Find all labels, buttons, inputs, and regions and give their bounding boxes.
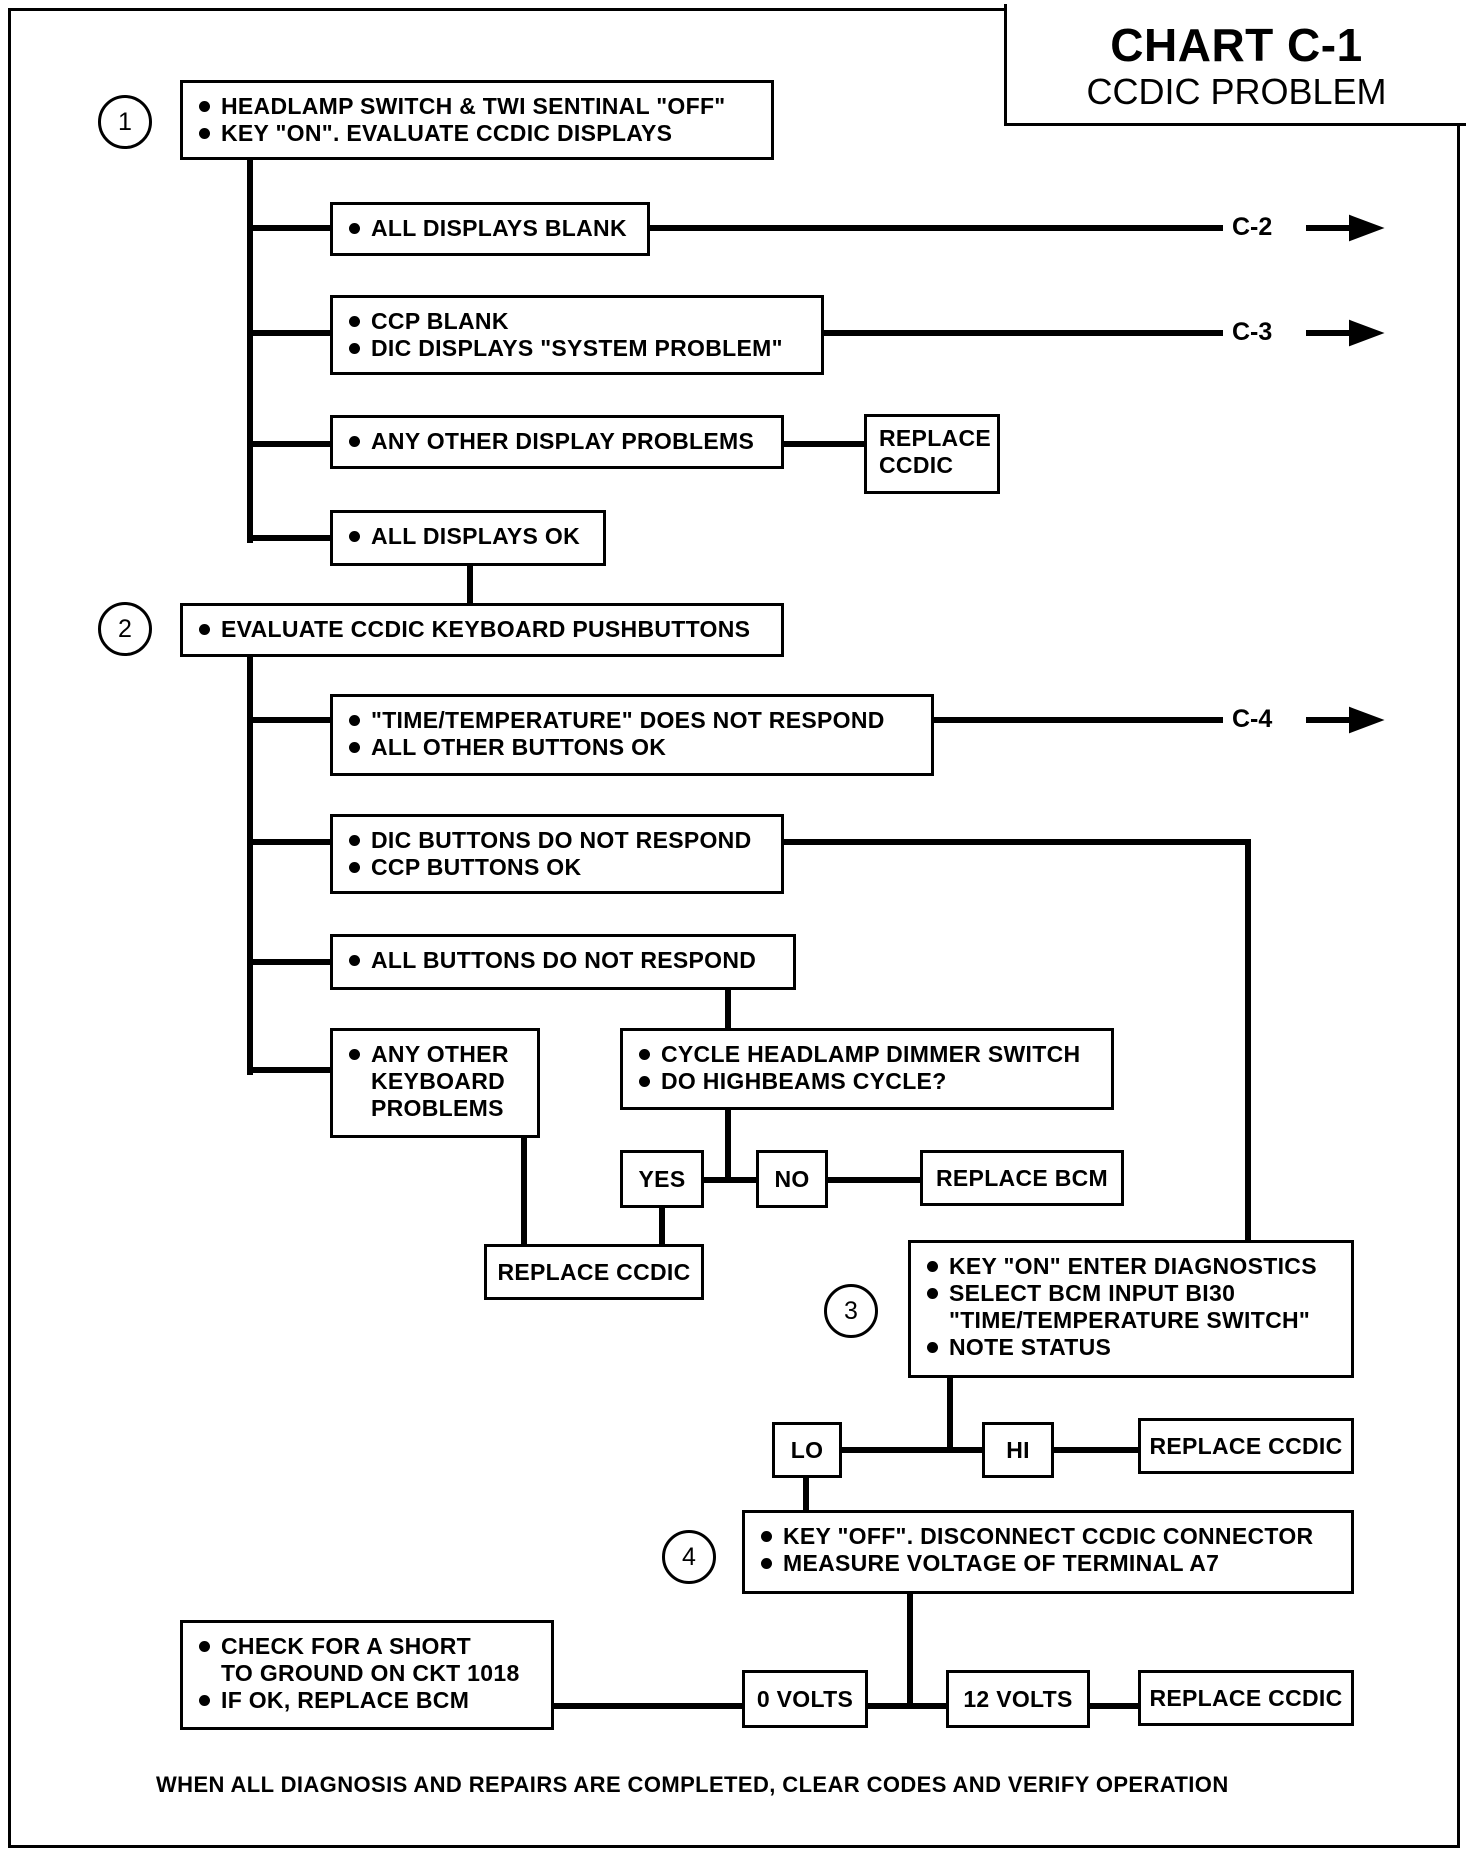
zero-volts-box: 0 VOLTS	[742, 1670, 868, 1728]
diagnostics-line-3: "TIME/TEMPERATURE SWITCH"	[949, 1307, 1311, 1333]
check-short-line-1: CHECK FOR A SHORT	[197, 1633, 539, 1660]
cycle-headlamp-line-1: CYCLE HEADLAMP DIMMER SWITCH	[637, 1041, 1099, 1068]
dic-buttons-line-1: DIC BUTTONS DO NOT RESPOND	[347, 827, 769, 854]
replace-ccdic-1-line-1: REPLACE	[879, 425, 992, 451]
diagnostics-line-4: NOTE STATUS	[925, 1334, 1339, 1361]
lo-label: LO	[790, 1436, 824, 1463]
time-temp-box: "TIME/TEMPERATURE" DOES NOT RESPOND ALL …	[330, 694, 934, 776]
yes-box: YES	[620, 1150, 704, 1208]
zero-volts-label: 0 VOLTS	[756, 1685, 854, 1712]
replace-bcm-text: REPLACE BCM	[936, 1164, 1108, 1191]
hi-label: HI	[1006, 1436, 1030, 1463]
disconnect-line-1: KEY "OFF". DISCONNECT CCDIC CONNECTOR	[759, 1523, 1339, 1550]
dic-buttons-line-2: CCP BUTTONS OK	[347, 854, 769, 881]
disconnect-line-2: MEASURE VOLTAGE OF TERMINAL A7	[759, 1550, 1339, 1577]
check-short-line-2: TO GROUND ON CKT 1018	[221, 1660, 520, 1686]
replace-ccdic-box-1: REPLACE CCDIC	[864, 414, 1000, 494]
all-buttons-box: ALL BUTTONS DO NOT RESPOND	[330, 934, 796, 990]
chart-subtitle: CCDIC PROBLEM	[1086, 71, 1387, 112]
start-line-2: KEY "ON". EVALUATE CCDIC DISPLAYS	[197, 120, 759, 147]
time-temp-line-1: "TIME/TEMPERATURE" DOES NOT RESPOND	[347, 707, 919, 734]
replace-ccdic-box-3: REPLACE CCDIC	[1138, 1418, 1354, 1474]
page-border	[8, 8, 1460, 1848]
other-display-text: ANY OTHER DISPLAY PROBLEMS	[347, 428, 769, 455]
time-temp-line-2: ALL OTHER BUTTONS OK	[347, 734, 919, 761]
yes-label: YES	[638, 1165, 686, 1192]
other-keyboard-box: ANY OTHER KEYBOARD PROBLEMS	[330, 1028, 540, 1138]
ccp-blank-line-2: DIC DISPLAYS "SYSTEM PROBLEM"	[347, 335, 809, 362]
all-displays-blank-box: ALL DISPLAYS BLANK	[330, 202, 650, 256]
replace-bcm-box: REPLACE BCM	[920, 1150, 1124, 1206]
replace-ccdic-3-text: REPLACE CCDIC	[1149, 1432, 1343, 1459]
twelve-volts-box: 12 VOLTS	[946, 1670, 1090, 1728]
other-keyboard-line-1: ANY OTHER	[347, 1041, 525, 1068]
diagnostics-line-1: KEY "ON" ENTER DIAGNOSTICS	[925, 1253, 1339, 1280]
step-2-marker: 2	[98, 602, 152, 656]
diagnostics-box: KEY "ON" ENTER DIAGNOSTICS SELECT BCM IN…	[908, 1240, 1354, 1378]
hi-box: HI	[982, 1422, 1054, 1478]
other-keyboard-line-3: PROBLEMS	[371, 1095, 504, 1121]
replace-ccdic-box-2: REPLACE CCDIC	[484, 1244, 704, 1300]
evaluate-keyboard-box: EVALUATE CCDIC KEYBOARD PUSHBUTTONS	[180, 603, 784, 657]
step-3-marker: 3	[824, 1284, 878, 1338]
no-box: NO	[756, 1150, 828, 1208]
all-displays-blank-text: ALL DISPLAYS BLANK	[347, 215, 635, 242]
disconnect-box: KEY "OFF". DISCONNECT CCDIC CONNECTOR ME…	[742, 1510, 1354, 1594]
all-displays-ok-text: ALL DISPLAYS OK	[347, 523, 591, 550]
all-buttons-text: ALL BUTTONS DO NOT RESPOND	[347, 947, 781, 974]
twelve-volts-label: 12 VOLTS	[963, 1685, 1073, 1712]
footer-note: WHEN ALL DIAGNOSIS AND REPAIRS ARE COMPL…	[156, 1772, 1229, 1797]
no-label: NO	[774, 1165, 810, 1192]
evaluate-keyboard-text: EVALUATE CCDIC KEYBOARD PUSHBUTTONS	[197, 616, 769, 643]
chart-title: CHART C-1	[1110, 19, 1363, 71]
other-display-box: ANY OTHER DISPLAY PROBLEMS	[330, 415, 784, 469]
cycle-headlamp-line-2: DO HIGHBEAMS CYCLE?	[637, 1068, 1099, 1095]
dic-buttons-box: DIC BUTTONS DO NOT RESPOND CCP BUTTONS O…	[330, 814, 784, 894]
replace-ccdic-2-text: REPLACE CCDIC	[497, 1258, 691, 1285]
diagnostics-line-2: SELECT BCM INPUT BI30	[925, 1280, 1339, 1307]
ref-c4: C-4	[1232, 705, 1273, 733]
ccp-blank-box: CCP BLANK DIC DISPLAYS "SYSTEM PROBLEM"	[330, 295, 824, 375]
start-box: HEADLAMP SWITCH & TWI SENTINAL "OFF" KEY…	[180, 80, 774, 160]
ref-c3: C-3	[1232, 318, 1273, 346]
replace-ccdic-box-4: REPLACE CCDIC	[1138, 1670, 1354, 1726]
lo-box: LO	[772, 1422, 842, 1478]
ccp-blank-line-1: CCP BLANK	[347, 308, 809, 335]
other-keyboard-line-2: KEYBOARD	[371, 1068, 506, 1094]
start-line-1: HEADLAMP SWITCH & TWI SENTINAL "OFF"	[197, 93, 759, 120]
chart-title-box: CHART C-1 CCDIC PROBLEM	[1004, 4, 1466, 126]
ref-c2: C-2	[1232, 213, 1273, 241]
step-1-marker: 1	[98, 95, 152, 149]
replace-ccdic-4-text: REPLACE CCDIC	[1149, 1684, 1343, 1711]
check-short-box: CHECK FOR A SHORT TO GROUND ON CKT 1018 …	[180, 1620, 554, 1730]
step-4-marker: 4	[662, 1530, 716, 1584]
all-displays-ok-box: ALL DISPLAYS OK	[330, 510, 606, 566]
cycle-headlamp-box: CYCLE HEADLAMP DIMMER SWITCH DO HIGHBEAM…	[620, 1028, 1114, 1110]
replace-ccdic-1-line-2: CCDIC	[879, 452, 954, 478]
check-short-line-3: IF OK, REPLACE BCM	[197, 1687, 539, 1714]
